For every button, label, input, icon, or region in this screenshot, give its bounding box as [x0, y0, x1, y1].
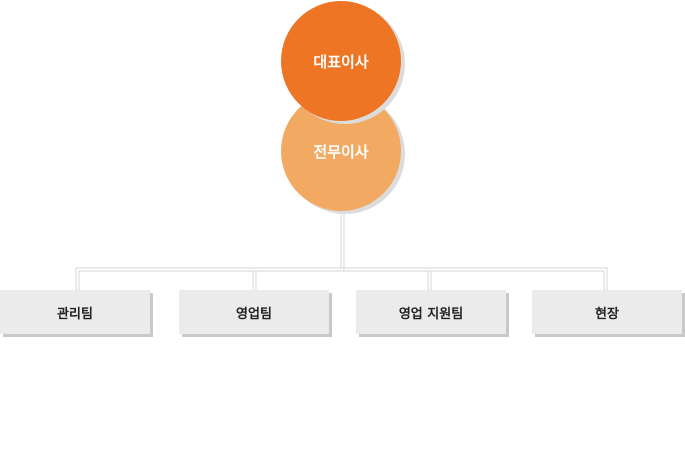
team-node-sales-support: 영업 지원팀 — [356, 290, 506, 334]
team-node-sales: 영업팀 — [179, 290, 329, 334]
team-node-field: 현장 — [532, 290, 682, 334]
ceo-node-label: 대표이사 — [313, 52, 369, 71]
team-node-label: 관리팀 — [57, 306, 93, 322]
team-node-label: 현장 — [595, 306, 619, 322]
team-node-label: 영업 지원팀 — [398, 306, 464, 322]
team-node-admin: 관리팀 — [0, 290, 150, 334]
vp-node-label: 전무이사 — [313, 142, 369, 161]
ceo-node: 대표이사 — [281, 1, 401, 121]
team-node-label: 영업팀 — [236, 306, 272, 322]
